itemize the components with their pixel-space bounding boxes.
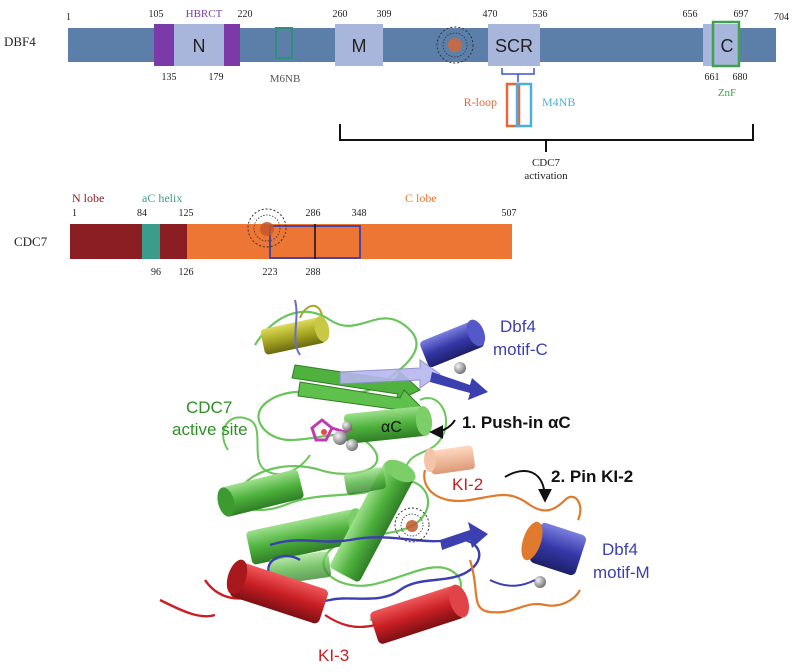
structure-seal-icon — [394, 507, 430, 543]
m-domain-box — [335, 24, 383, 66]
c-inner-end-num: 680 — [733, 72, 748, 83]
cdc7-286-num: 286 — [306, 208, 321, 219]
alpha-c-label: αC — [381, 419, 402, 436]
n-end-num: 220 — [238, 9, 253, 20]
cdc7-map: N lobe aC helix C lobe 1 84 125 286 348 … — [14, 191, 517, 278]
ki2-loop — [423, 469, 582, 614]
alpha-c-helix — [344, 406, 433, 444]
motif-m-label-1: Dbf4 — [602, 540, 638, 559]
cdc7-126-num: 126 — [179, 267, 194, 278]
beta-sheet — [291, 359, 441, 419]
cdc7-84-num: 84 — [137, 208, 147, 219]
cdc7-lower-helices — [217, 459, 416, 585]
push-in-label: 1. Push-in αC — [462, 413, 571, 432]
ac-helix-label: aC helix — [142, 191, 182, 205]
c-domain-box — [703, 24, 739, 66]
cdc7-nlobe-bar — [70, 224, 187, 259]
motif-c-label-1: Dbf4 — [500, 317, 536, 336]
dbf4-motif-c-helix — [294, 299, 488, 400]
activation-label-1: CDC7 — [532, 157, 561, 169]
scr-domain-box — [488, 24, 540, 66]
ki2-helix — [424, 445, 475, 475]
znf-label: ZnF — [718, 87, 736, 99]
motif-m-label-2: motif-M — [593, 563, 650, 582]
hbrct-label: HBRCT — [186, 8, 223, 20]
cdc7-label: CDC7 — [14, 234, 48, 249]
push-in-arrow — [429, 419, 456, 439]
n-inner-start-num: 135 — [162, 72, 177, 83]
yellow-helix — [260, 304, 330, 355]
activation-label-2: activation — [524, 170, 568, 182]
hbrct-right-block — [224, 24, 240, 66]
c-end-num: 697 — [734, 9, 749, 20]
activation-bracket — [339, 124, 754, 152]
c-lobe-label: C lobe — [405, 191, 437, 205]
cdc7-288-num: 288 — [306, 267, 321, 278]
cdc7-start-num: 1 — [72, 208, 77, 219]
ac-helix-block — [142, 224, 160, 259]
scr-domain-label: SCR — [495, 36, 533, 56]
dbf4-end-num: 704 — [774, 12, 789, 23]
c-start-num: 656 — [683, 9, 698, 20]
m4nb-box — [515, 82, 533, 128]
r-loop-box — [505, 82, 521, 128]
scr-bracket — [501, 68, 535, 82]
pin-label: 2. Pin KI-2 — [551, 467, 633, 486]
m-start-num: 260 — [333, 9, 348, 20]
m-domain-label: M — [352, 36, 367, 56]
cdc7-loop-trace — [236, 310, 462, 621]
n-domain-box — [174, 24, 224, 66]
cdc7-223-num: 223 — [263, 267, 278, 278]
dbf4-map: DBF4 1 704 N HBRCT 105 220 135 179 M6NB … — [4, 8, 789, 182]
n-start-num: 105 — [149, 9, 164, 20]
phospho-seal-icon — [436, 26, 474, 64]
scr-end-num: 536 — [533, 9, 548, 20]
motif-c-label-2: motif-C — [493, 340, 548, 359]
n-domain-label: N — [193, 36, 206, 56]
cdc7-seal-icon — [247, 208, 287, 248]
c-inner-start-num: 661 — [705, 72, 720, 83]
c-domain-label: C — [721, 36, 734, 56]
atp-ligand-icon — [310, 418, 358, 451]
m6nb-box — [275, 27, 293, 59]
m6nb-label: M6NB — [270, 73, 301, 85]
ki3-label: KI-3 — [318, 646, 349, 665]
hbrct-left-block — [154, 24, 174, 66]
structure-cartoon: Dbf4 motif-C CDC7 active site αC 1. Push… — [159, 299, 650, 665]
active-site-label-2: active site — [172, 420, 248, 439]
m-end-num: 309 — [377, 9, 392, 20]
cdc7-end-num: 507 — [502, 208, 517, 219]
active-site-label-1: CDC7 — [186, 398, 232, 417]
znf-box — [711, 20, 741, 68]
m4nb-label: M4NB — [542, 95, 575, 109]
dbf4-start-num: 1 — [66, 12, 71, 23]
dbf4-label: DBF4 — [4, 34, 36, 49]
cdc7-clobe-bar — [187, 224, 512, 259]
pin-arrow — [504, 469, 552, 503]
n-inner-end-num: 179 — [209, 72, 224, 83]
cdc7-348-num: 348 — [352, 208, 367, 219]
cdc7-125-num: 125 — [179, 208, 194, 219]
r-loop-label: R-loop — [464, 95, 497, 109]
n-lobe-label: N lobe — [72, 191, 104, 205]
ki3-helices — [159, 559, 470, 644]
ki2-label: KI-2 — [452, 475, 483, 494]
scr-start-num: 470 — [483, 9, 498, 20]
cdc7-96-num: 96 — [151, 267, 161, 278]
